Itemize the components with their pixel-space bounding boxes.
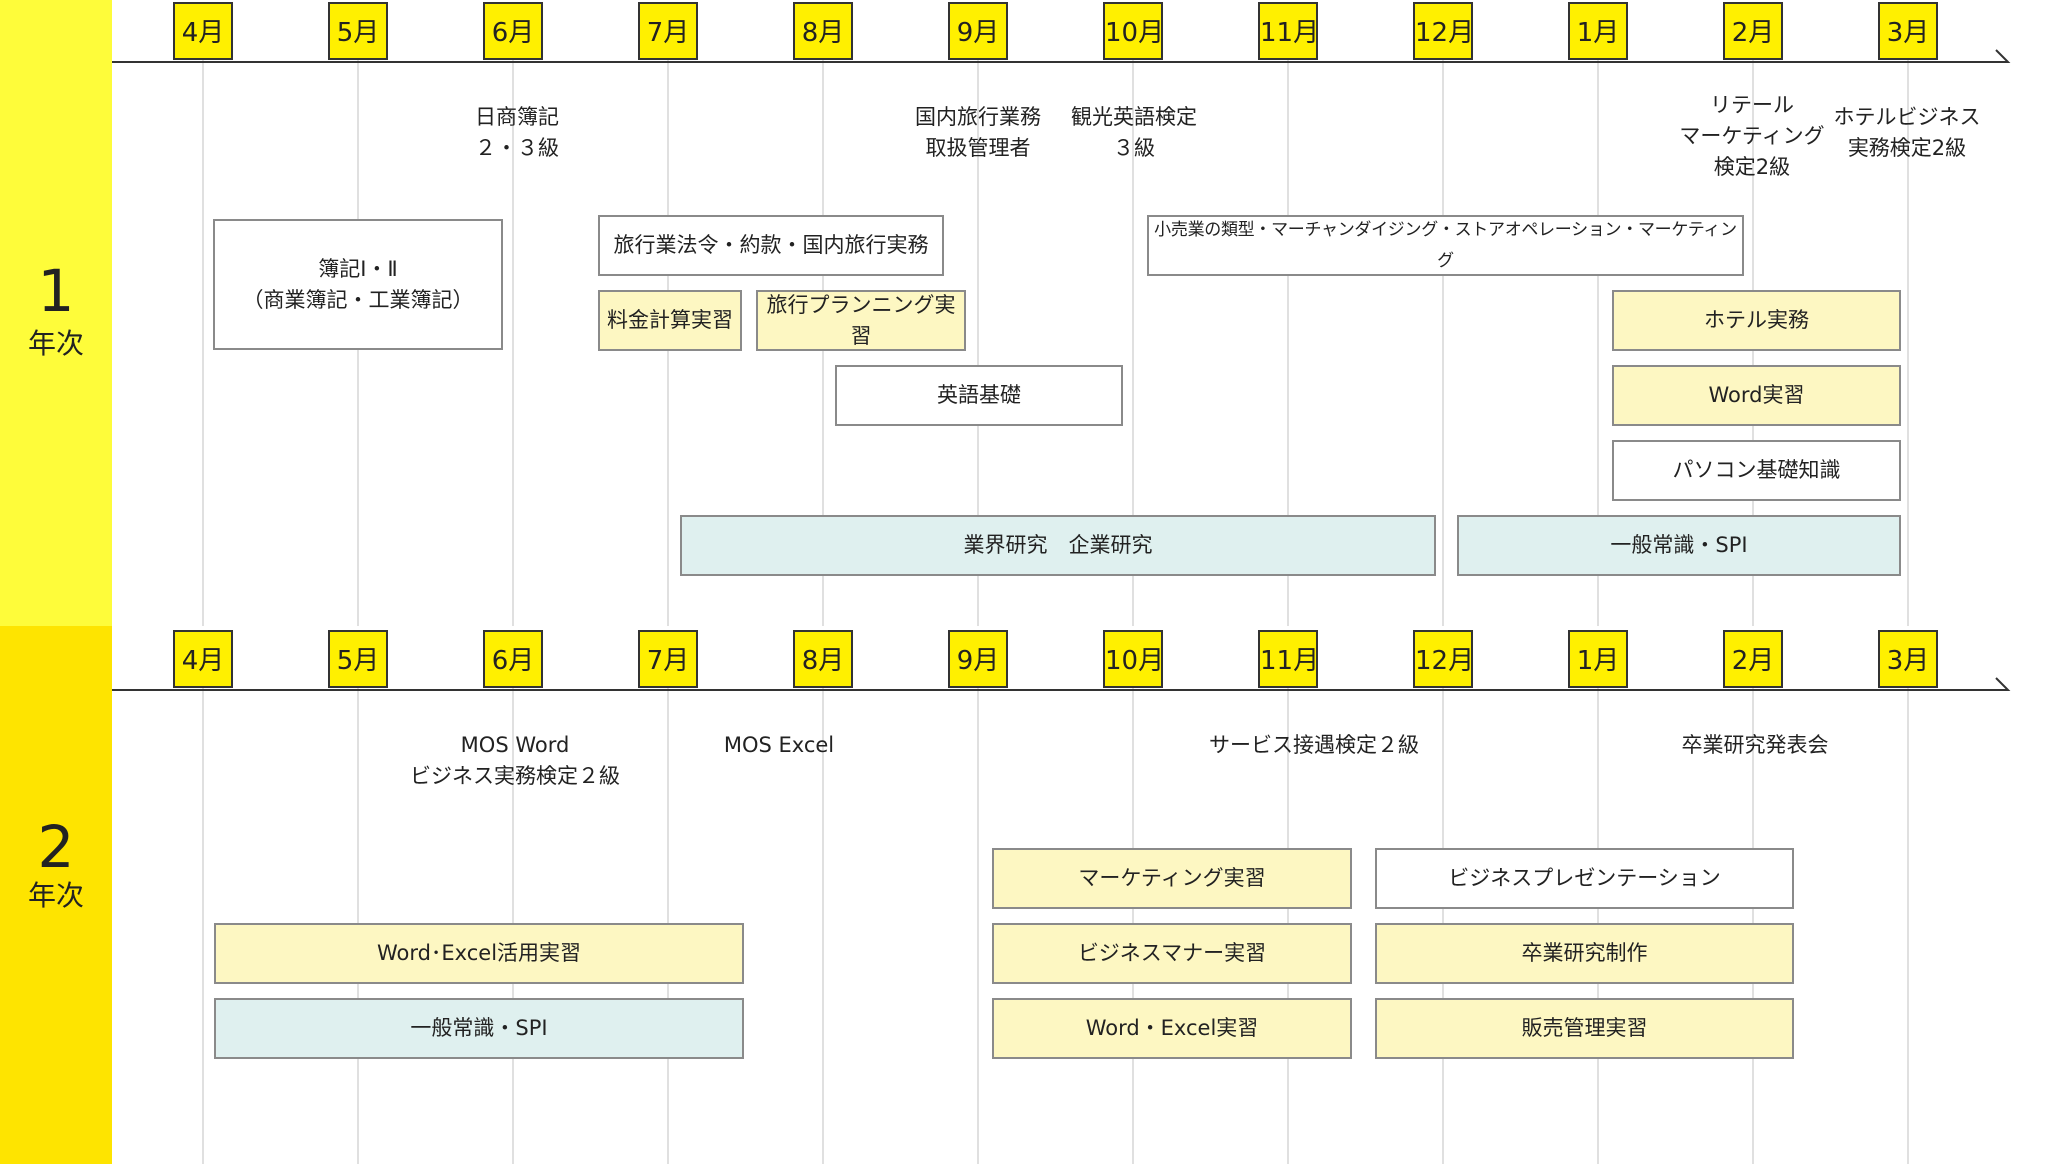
month-badge: 11月 <box>1258 2 1319 60</box>
year-1-band: 1 年次 <box>0 0 112 626</box>
cert-label-retail: リテール マーケティング 検定2級 <box>1679 93 1825 179</box>
month-badge: 6月 <box>483 2 543 60</box>
course-graduation-research: 卒業研究制作 <box>1375 923 1794 984</box>
year-1-label: 年次 <box>27 327 84 360</box>
month-badge: 5月 <box>328 630 388 688</box>
month-badge: 12月 <box>1413 630 1474 688</box>
month-badge: 10月 <box>1103 630 1164 688</box>
month-badge: 7月 <box>638 630 698 688</box>
month-badge: 11月 <box>1258 630 1319 688</box>
month-badge: 1月 <box>1568 2 1628 60</box>
timeline-axis-year-2 <box>112 677 2011 691</box>
course-english-basics: 英語基礎 <box>835 365 1123 426</box>
month-badge: 5月 <box>328 2 388 60</box>
cert-label-graduation-presentation: 卒業研究発表会 <box>1681 733 1829 757</box>
month-badge: 3月 <box>1878 630 1938 688</box>
course-industry-research: 業界研究 企業研究 <box>680 515 1436 576</box>
cert-label-english: 観光英語検定 ３級 <box>1071 105 1197 160</box>
course-word-excel: Word・Excel実習 <box>992 998 1352 1059</box>
course-fare-calculation: 料金計算実習 <box>598 290 742 351</box>
course-sales-management: 販売管理実習 <box>1375 998 1794 1059</box>
cert-label-hotel: ホテルビジネス 実務検定2級 <box>1833 105 1981 160</box>
cert-label-mos-word: MOS Word ビジネス実務検定２級 <box>410 733 620 788</box>
month-badge: 1月 <box>1568 630 1628 688</box>
month-badge: 9月 <box>948 2 1008 60</box>
month-badge: 4月 <box>173 630 233 688</box>
course-pc-basics: パソコン基礎知識 <box>1612 440 1901 501</box>
month-badge: 2月 <box>1723 630 1783 688</box>
month-badge: 6月 <box>483 630 543 688</box>
course-travel-planning: 旅行プランニング実習 <box>756 290 966 351</box>
month-badge: 8月 <box>793 2 853 60</box>
year-2-label: 年次 <box>27 879 84 912</box>
year-1-number: 1 <box>37 257 75 325</box>
course-boki: 簿記Ⅰ・Ⅱ （商業簿記・工業簿記） <box>213 219 503 350</box>
month-badge: 7月 <box>638 2 698 60</box>
month-badge: 12月 <box>1413 2 1474 60</box>
cert-label-boki: 日商簿記 ２・３級 <box>475 105 559 160</box>
course-retail: 小売業の類型・マーチャンダイジング・ストアオペレーション・マーケティング <box>1147 215 1744 276</box>
timeline-axis-year-1 <box>112 49 2011 63</box>
course-general-spi: 一般常識・SPI <box>1457 515 1901 576</box>
month-badge: 9月 <box>948 630 1008 688</box>
year-2-band: 2 年次 <box>0 626 112 1164</box>
course-marketing-practice: マーケティング実習 <box>992 848 1352 909</box>
month-badge: 3月 <box>1878 2 1938 60</box>
course-business-presentation: ビジネスプレゼンテーション <box>1375 848 1794 909</box>
month-badge: 2月 <box>1723 2 1783 60</box>
month-badge: 4月 <box>173 2 233 60</box>
cert-label-mos-excel: MOS Excel <box>723 733 835 757</box>
cert-label-service: サービス接遇検定２級 <box>1209 733 1419 757</box>
course-word-excel-applied: Word･Excel活用実習 <box>214 923 744 984</box>
month-badge: 10月 <box>1103 2 1164 60</box>
course-business-manner: ビジネスマナー実習 <box>992 923 1352 984</box>
course-word-practice: Word実習 <box>1612 365 1901 426</box>
month-badge: 8月 <box>793 630 853 688</box>
cert-label-travel-manager: 国内旅行業務 取扱管理者 <box>915 105 1041 160</box>
course-travel-law: 旅行業法令・約款・国内旅行実務 <box>598 215 944 276</box>
course-hotel-practice: ホテル実務 <box>1612 290 1901 351</box>
course-general-spi: 一般常識・SPI <box>214 998 744 1059</box>
year-2-number: 2 <box>37 813 75 881</box>
